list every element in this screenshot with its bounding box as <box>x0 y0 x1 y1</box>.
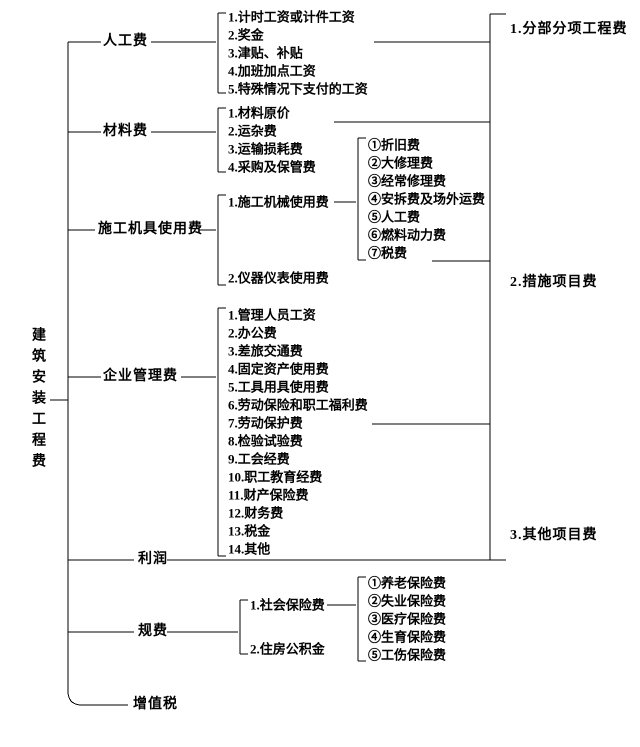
category-label-labor: 人工费 <box>103 34 148 49</box>
tree-item: 4.采购及保管费 <box>228 159 316 175</box>
tree-item: 9.工会经费 <box>228 451 290 467</box>
tree-item: 3.津贴、补贴 <box>228 45 303 61</box>
tree-item: 1.计时工资或计件工资 <box>228 9 355 25</box>
tree-item: 14.其他 <box>228 541 271 557</box>
category-label-profit: 利润 <box>138 552 168 567</box>
tree-item: 2.仪器仪表使用费 <box>228 270 329 286</box>
tree-item: ④安拆费及场外运费 <box>368 191 486 207</box>
tree-item: ④生育保险费 <box>368 629 447 645</box>
tree-item: 1.社会保险费 <box>250 597 325 613</box>
tree-item: 5.工具用具使用费 <box>228 379 329 395</box>
tree-item: 1.施工机械使用费 <box>228 194 329 210</box>
tree-item: 10.职工教育经费 <box>228 469 323 485</box>
tree-item: 2.运杂费 <box>228 123 277 139</box>
tree-item: ②失业保险费 <box>368 593 447 609</box>
tree-item: 1.材料原价 <box>228 105 290 121</box>
tree-item: ⑦税费 <box>368 245 408 261</box>
tree-item: ①折旧费 <box>368 137 421 153</box>
tree-item: 4.加班加点工资 <box>228 63 316 79</box>
tree-item: ⑤工伤保险费 <box>368 647 447 663</box>
category-label-vat: 增值税 <box>133 697 178 712</box>
tree-item: 4.固定资产使用费 <box>228 361 329 377</box>
tree-item: ②大修理费 <box>368 155 434 171</box>
tree-item: 12.财务费 <box>228 505 284 521</box>
root-label: 建筑安装工程费 <box>30 327 45 474</box>
tree-item: ⑥燃料动力费 <box>368 227 447 243</box>
tree-item: 5.特殊情况下支付的工资 <box>228 81 368 97</box>
tree-item: 2.住房公积金 <box>250 641 325 657</box>
tree-item: 6.劳动保险和职工福利费 <box>228 397 368 413</box>
tree-item: ①养老保险费 <box>368 575 447 591</box>
tree-item: 1.管理人员工资 <box>228 307 316 323</box>
tree-item: ③经常修理费 <box>368 173 447 189</box>
right-group-label-2: 2.措施项目费 <box>510 275 598 290</box>
category-label-management: 企业管理费 <box>103 369 178 384</box>
tree-item: 13.税金 <box>228 523 271 539</box>
tree-item: 3.差旅交通费 <box>228 343 303 359</box>
right-group-label-3: 3.其他项目费 <box>510 528 598 543</box>
tree-item: 11.财产保险费 <box>228 487 309 503</box>
category-label-machinery: 施工机具使用费 <box>98 222 203 237</box>
tree-item: 7.劳动保护费 <box>228 415 303 431</box>
tree-item: ⑤人工费 <box>368 209 421 225</box>
tree-item: 8.检验试验费 <box>228 433 303 449</box>
tree-item: ③医疗保险费 <box>368 611 447 627</box>
category-label-material: 材料费 <box>103 124 148 139</box>
tree-item: 2.办公费 <box>228 325 277 341</box>
tree-item: 2.奖金 <box>228 27 264 43</box>
right-group-label-1: 1.分部分项工程费 <box>510 22 628 37</box>
tree-item: 3.运输损耗费 <box>228 141 303 157</box>
category-label-fees: 规费 <box>138 624 168 639</box>
